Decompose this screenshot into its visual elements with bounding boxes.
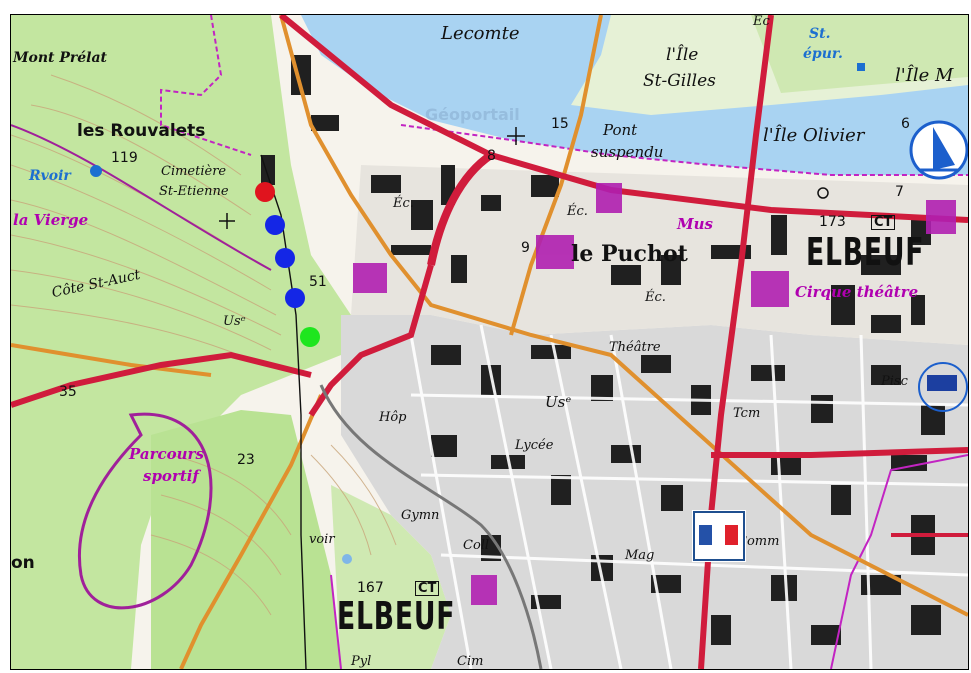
elevation-23: 23 bbox=[237, 452, 255, 468]
sailing-icon bbox=[909, 120, 968, 180]
label-cirque-theatre: Cirque théâtre bbox=[795, 283, 919, 301]
ct-label-east: CT bbox=[871, 215, 896, 230]
watermark-geoportail: Géoportail bbox=[425, 105, 520, 124]
elevation-35: 35 bbox=[59, 384, 77, 400]
route-marker-start[interactable] bbox=[255, 182, 275, 202]
label-hop: Hôp bbox=[379, 410, 407, 425]
boundaries bbox=[11, 15, 968, 669]
label-pyl: Pyl bbox=[351, 654, 372, 669]
place-ile-st-gilles-2: St-Gilles bbox=[643, 71, 716, 91]
route-marker-waypoint[interactable] bbox=[265, 215, 285, 235]
place-ile-m: l'Île M bbox=[895, 65, 954, 86]
label-tcm: Tcm bbox=[733, 406, 761, 421]
label-suspendu: suspendu bbox=[591, 143, 664, 161]
label-cim: Cim bbox=[457, 654, 484, 669]
label-parcours: Parcours bbox=[129, 445, 204, 463]
label-us-west: Usᵉ bbox=[223, 314, 246, 329]
label-pont: Pont bbox=[603, 121, 638, 139]
route-marker-end[interactable] bbox=[300, 327, 320, 347]
forest-area-south bbox=[151, 410, 341, 669]
label-epur: épur. bbox=[803, 46, 843, 62]
label-ec-1: Éc. bbox=[393, 196, 414, 211]
place-le-puchot: le Puchot bbox=[571, 241, 688, 267]
map-frame[interactable]: Géoportail les Rouvalets Mont Prélat Lec… bbox=[10, 14, 969, 670]
label-us-center: Usᵉ bbox=[545, 393, 572, 411]
label-ec-3: Éc. bbox=[645, 290, 666, 305]
label-theatre: Théâtre bbox=[609, 340, 661, 355]
label-mag: Mag bbox=[625, 548, 655, 563]
label-comm: Comm bbox=[737, 534, 780, 549]
road-number-9: 9 bbox=[521, 240, 530, 256]
topographic-map[interactable] bbox=[11, 15, 968, 669]
label-pisc: Pisc bbox=[881, 374, 908, 389]
label-on: on bbox=[11, 553, 35, 573]
buildings bbox=[261, 55, 945, 645]
label-st: St. bbox=[809, 26, 831, 42]
label-sportif: sportif bbox=[143, 467, 199, 485]
flag-icon[interactable] bbox=[693, 511, 745, 561]
place-mont-prelat: Mont Prélat bbox=[13, 50, 108, 66]
elevation-119: 119 bbox=[111, 150, 138, 166]
label-voir-sw: voir bbox=[309, 532, 335, 547]
place-ile-olivier: l'Île Olivier bbox=[763, 125, 865, 146]
label-ec-top: Éc bbox=[753, 14, 770, 29]
label-st-etienne: St-Etienne bbox=[159, 184, 229, 199]
ct-label-south: CT bbox=[415, 581, 440, 596]
contour-lines bbox=[11, 74, 397, 616]
label-mus: Mus bbox=[677, 215, 713, 233]
label-coll: Coll bbox=[463, 538, 490, 553]
label-rvoir: Rvoir bbox=[29, 168, 71, 184]
elevation-15: 15 bbox=[551, 116, 569, 132]
road-number-8: 8 bbox=[487, 148, 496, 164]
label-la-vierge: la Vierge bbox=[13, 211, 89, 229]
pool-icon bbox=[918, 362, 968, 412]
label-lycee: Lycée bbox=[515, 438, 554, 453]
place-lecomte: Lecomte bbox=[441, 23, 520, 44]
place-ile-st-gilles-1: l'Île bbox=[666, 45, 699, 65]
elevation-173: 173 bbox=[819, 214, 846, 230]
place-elbeuf-east: ELBEUF bbox=[806, 230, 925, 274]
road-number-6: 6 bbox=[901, 116, 910, 132]
elevation-51: 51 bbox=[309, 274, 327, 290]
label-cimetiere: Cimetière bbox=[161, 164, 227, 179]
place-elbeuf-south: ELBEUF bbox=[337, 594, 456, 638]
place-les-rouvalets: les Rouvalets bbox=[77, 121, 206, 141]
trail-line bbox=[260, 154, 307, 669]
elevation-167: 167 bbox=[357, 580, 384, 596]
label-gymn: Gymn bbox=[401, 508, 440, 523]
label-ec-2: Éc. bbox=[567, 204, 588, 219]
road-number-7: 7 bbox=[895, 184, 904, 200]
route-marker-waypoint[interactable] bbox=[285, 288, 305, 308]
route-marker-waypoint[interactable] bbox=[275, 248, 295, 268]
